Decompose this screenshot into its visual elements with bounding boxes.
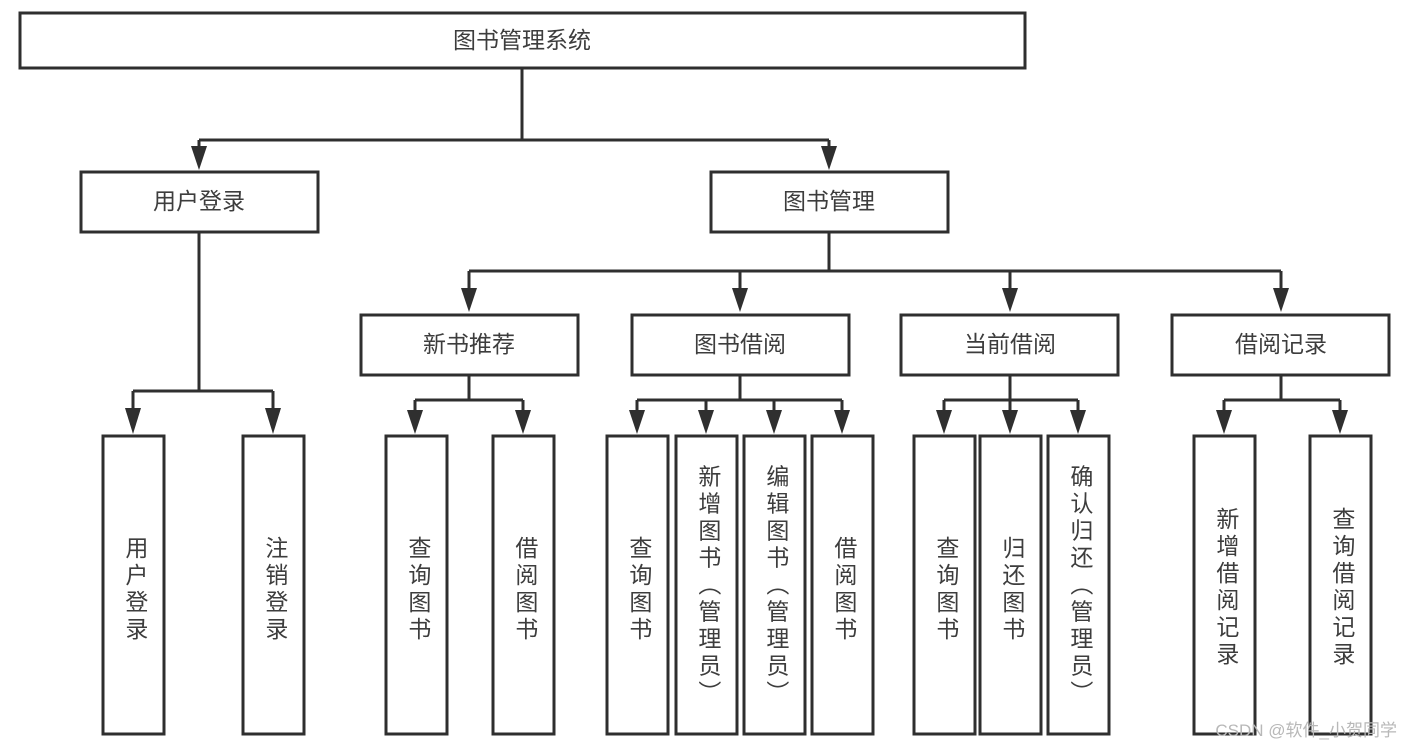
connector-group-bookmgmt <box>461 232 1289 312</box>
leaf-newbook-query-book[interactable]: 查询图书 <box>384 434 449 736</box>
leaf-newbook-borrow-book[interactable]: 借阅图书 <box>491 434 556 736</box>
arrow-head-login <box>191 146 207 170</box>
leaf-logout[interactable]: 注销登录 <box>241 434 306 736</box>
leaf-bookborrow-query-book[interactable]: 查询图书 <box>605 434 670 736</box>
leaf-logout-box[interactable] <box>241 434 306 736</box>
leaf-bookborrow-borrow-book-label: 借阅图书 <box>831 536 858 644</box>
leaf-currentborrow-confirm-return-box[interactable] <box>1046 434 1111 736</box>
node-book-borrow-box[interactable] <box>630 313 851 377</box>
node-new-book-recommend[interactable]: 新书推荐 <box>359 313 580 377</box>
leaf-currentborrow-return-book[interactable]: 归还图书 <box>978 434 1043 736</box>
node-borrow-record-label: 借阅记录 <box>1235 331 1327 357</box>
leaf-user-login-label: 用户登录 <box>122 536 149 644</box>
arrow-head-leaf-query-book-1 <box>407 410 423 434</box>
leaf-borrowrecord-add-record-label: 新增借阅记录 <box>1213 507 1240 669</box>
node-book-borrow-label: 图书借阅 <box>694 331 786 357</box>
arrow-head-leaf-user-login <box>125 408 141 434</box>
node-book-management[interactable]: 图书管理 <box>709 170 950 234</box>
node-current-borrow-label: 当前借阅 <box>964 331 1056 357</box>
arrow-head-leaf-query-book-3 <box>936 410 952 434</box>
leaf-bookborrow-add-book-label: 新增图书（管理员） <box>695 465 722 708</box>
leaf-currentborrow-return-book-label: 归还图书 <box>999 536 1026 644</box>
arrow-head-leaf-confirm-return <box>1070 410 1086 434</box>
arrow-head-leaf-query-record <box>1332 410 1348 434</box>
leaf-borrowrecord-query-record[interactable]: 查询借阅记录 <box>1308 434 1373 736</box>
arrow-head-leaf-borrow-book-1 <box>515 410 531 434</box>
arrow-head-leaf-borrow-book-2 <box>834 410 850 434</box>
arrow-head-leaf-add-book <box>698 410 714 434</box>
connector-group-current-borrow <box>936 375 1086 434</box>
arrow-head-bookmgmt <box>821 146 837 170</box>
arrow-head-leaf-add-record <box>1216 410 1232 434</box>
node-book-management-label: 图书管理 <box>783 188 875 214</box>
leaf-currentborrow-confirm-return[interactable]: 确认归还（管理员） <box>1046 434 1111 736</box>
node-new-book-recommend-box[interactable] <box>359 313 580 377</box>
leaf-logout-label: 注销登录 <box>262 536 289 644</box>
leaf-currentborrow-query-book-box[interactable] <box>912 434 977 736</box>
leaf-borrowrecord-query-record-box[interactable] <box>1308 434 1373 736</box>
connector-group-root <box>191 68 837 170</box>
node-user-login-label: 用户登录 <box>153 188 245 214</box>
node-borrow-record[interactable]: 借阅记录 <box>1170 313 1391 377</box>
leaf-bookborrow-add-book[interactable]: 新增图书（管理员） <box>674 434 739 736</box>
leaf-newbook-borrow-book-box[interactable] <box>491 434 556 736</box>
node-book-borrow[interactable]: 图书借阅 <box>630 313 851 377</box>
node-book-management-box[interactable] <box>709 170 950 234</box>
arrow-head-leaf-logout <box>265 408 281 434</box>
leaf-currentborrow-confirm-return-label: 确认归还（管理员） <box>1067 465 1094 708</box>
node-borrow-record-box[interactable] <box>1170 313 1391 377</box>
leaf-bookborrow-edit-book-box[interactable] <box>742 434 807 736</box>
leaf-bookborrow-borrow-book[interactable]: 借阅图书 <box>810 434 875 736</box>
arrow-head-borrow-record <box>1273 288 1289 312</box>
leaf-bookborrow-borrow-book-box[interactable] <box>810 434 875 736</box>
leaf-bookborrow-add-book-box[interactable] <box>674 434 739 736</box>
leaf-bookborrow-query-book-box[interactable] <box>605 434 670 736</box>
connector-group-borrow-record <box>1216 375 1348 434</box>
connector-group-book-borrow <box>629 375 850 434</box>
node-user-login[interactable]: 用户登录 <box>79 170 320 234</box>
leaf-bookborrow-edit-book[interactable]: 编辑图书（管理员） <box>742 434 807 736</box>
leaf-borrowrecord-query-record-label: 查询借阅记录 <box>1329 507 1356 669</box>
leaf-currentborrow-query-book-label: 查询图书 <box>933 536 960 644</box>
leaf-borrowrecord-add-record-box[interactable] <box>1192 434 1257 736</box>
leaf-currentborrow-return-book-box[interactable] <box>978 434 1043 736</box>
node-root-label: 图书管理系统 <box>453 27 591 53</box>
leaf-newbook-borrow-book-label: 借阅图书 <box>512 536 539 644</box>
arrow-head-leaf-edit-book <box>766 410 782 434</box>
arrow-head-leaf-query-book-2 <box>629 410 645 434</box>
node-root-box[interactable] <box>18 11 1027 70</box>
leaf-newbook-query-book-box[interactable] <box>384 434 449 736</box>
arrow-head-current-borrow <box>1002 288 1018 312</box>
node-current-borrow[interactable]: 当前借阅 <box>899 313 1120 377</box>
leaf-bookborrow-query-book-label: 查询图书 <box>626 536 653 644</box>
node-current-borrow-box[interactable] <box>899 313 1120 377</box>
arrow-head-leaf-return-book <box>1002 410 1018 434</box>
leaf-newbook-query-book-label: 查询图书 <box>405 536 432 644</box>
connector-group-new-book <box>407 375 531 434</box>
arrow-head-new-book <box>461 288 477 312</box>
leaf-user-login[interactable]: 用户登录 <box>101 434 166 736</box>
node-new-book-recommend-label: 新书推荐 <box>423 331 515 357</box>
leaf-borrowrecord-add-record[interactable]: 新增借阅记录 <box>1192 434 1257 736</box>
leaf-currentborrow-query-book[interactable]: 查询图书 <box>912 434 977 736</box>
leaf-bookborrow-edit-book-label: 编辑图书（管理员） <box>763 465 790 708</box>
node-user-login-box[interactable] <box>79 170 320 234</box>
node-root[interactable]: 图书管理系统 <box>18 11 1027 70</box>
leaf-user-login-box[interactable] <box>101 434 166 736</box>
arrow-head-book-borrow <box>732 288 748 312</box>
connector-group-user-login <box>125 232 281 434</box>
